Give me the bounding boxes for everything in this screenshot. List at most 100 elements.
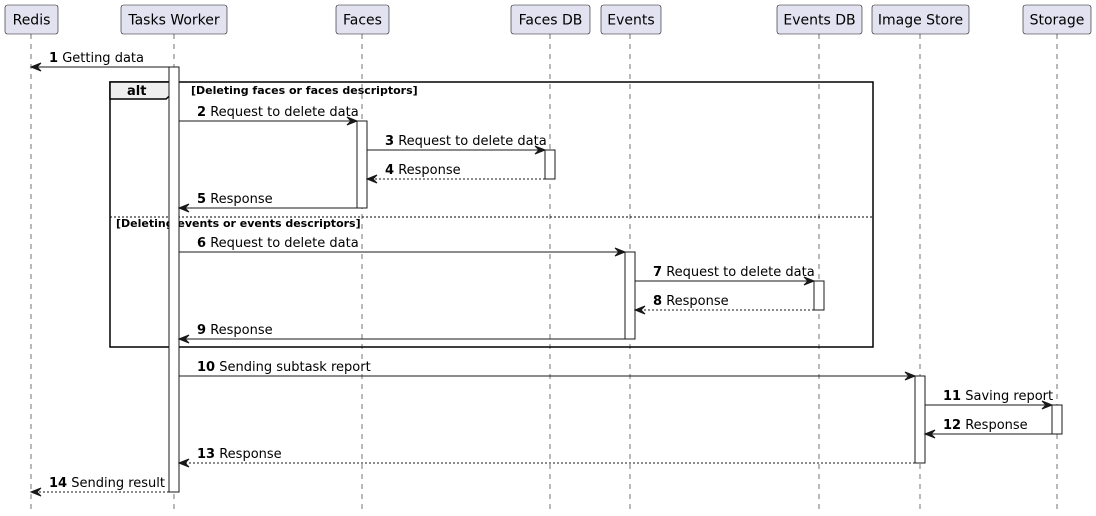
message-9: 9 Response (177, 323, 625, 344)
message-11: 11 Saving report (925, 389, 1054, 410)
message-label: 8 Response (653, 294, 729, 309)
arrowhead (177, 334, 190, 344)
message-number: 9 (197, 323, 206, 338)
message-text: Getting data (62, 51, 144, 66)
arrowhead (29, 487, 42, 497)
message-label: 9 Response (197, 323, 273, 338)
message-label: 12 Response (943, 418, 1028, 433)
message-4: 4 Response (365, 163, 545, 184)
message-14: 14 Sending result (29, 476, 169, 497)
message-text: Sending subtask report (219, 360, 370, 375)
message-text: Request to delete data (666, 265, 815, 280)
activation-bar-faces-db (544, 149, 556, 180)
arrowhead (177, 458, 190, 468)
arrowhead (633, 305, 646, 315)
message-text: Response (398, 163, 460, 178)
participant-events-db: Events DB (776, 4, 863, 512)
activation-bar-tasks-worker (168, 66, 180, 493)
arrowhead (346, 116, 359, 126)
message-text: Saving report (965, 389, 1053, 404)
message-7: 7 Request to delete data (635, 265, 816, 286)
arrowhead (614, 247, 627, 257)
message-label: 6 Request to delete data (197, 236, 359, 251)
message-label: 10 Sending subtask report (197, 360, 371, 375)
message-2: 2 Request to delete data (179, 105, 359, 126)
message-text: Response (210, 323, 272, 338)
message-5: 5 Response (177, 192, 357, 213)
message-text: Response (965, 418, 1027, 433)
participant-label: Image Store (878, 13, 963, 29)
message-text: Request to delete data (210, 236, 359, 251)
message-label: 3 Request to delete data (385, 134, 547, 149)
message-number: 11 (943, 389, 961, 404)
alt-fragment: alt [Deleting faces or faces descriptors]… (109, 81, 874, 348)
message-8: 8 Response (633, 294, 814, 315)
participant-label: Faces (343, 13, 382, 29)
message-number: 8 (653, 294, 662, 309)
message-6: 6 Request to delete data (179, 236, 627, 257)
participant-label: Storage (1030, 13, 1085, 29)
participant-box (600, 4, 662, 35)
arrowhead (904, 371, 917, 381)
message-number: 10 (197, 360, 215, 375)
message-number: 4 (385, 163, 394, 178)
participant-label: Faces DB (519, 13, 583, 29)
arrowhead (803, 276, 816, 286)
activation-bar-image-store (914, 375, 926, 464)
participant-redis: Redis (4, 4, 59, 512)
participant-box (4, 4, 59, 35)
participant-box (871, 4, 970, 35)
participant-label: Events DB (783, 13, 855, 29)
participant-box (120, 4, 228, 35)
alt-guard-1: [Deleting faces or faces descriptors] (191, 84, 418, 97)
message-label: 1 Getting data (49, 51, 144, 66)
message-13: 13 Response (177, 447, 915, 468)
message-text: Request to delete data (210, 105, 359, 120)
message-1: 1 Getting data (29, 51, 169, 72)
participant-image-store: Image Store (871, 4, 970, 512)
participant-events: Events (600, 4, 662, 512)
activation-bar-faces (356, 120, 368, 209)
message-label: 4 Response (385, 163, 461, 178)
activation-bar-events-db (813, 280, 825, 311)
alt-operator: alt (127, 84, 146, 99)
message-text: Response (219, 447, 281, 462)
participant-tasks-worker: Tasks Worker (120, 4, 228, 512)
message-label: 5 Response (197, 192, 273, 207)
alt-guard-2: [Deleting events or events descriptors] (116, 217, 361, 230)
message-label: 11 Saving report (943, 389, 1053, 404)
arrowhead (365, 174, 378, 184)
message-number: 13 (197, 447, 215, 462)
message-number: 7 (653, 265, 662, 280)
message-label: 13 Response (197, 447, 282, 462)
message-text: Response (210, 192, 272, 207)
message-text: Request to delete data (398, 134, 547, 149)
message-label: 2 Request to delete data (197, 105, 359, 120)
activation-bar-events (624, 251, 636, 340)
arrowhead (534, 145, 547, 155)
participant-label: Events (607, 13, 654, 29)
message-number: 5 (197, 192, 206, 207)
message-12: 12 Response (923, 418, 1052, 439)
alt-frame-border (109, 81, 874, 348)
message-10: 10 Sending subtask report (179, 360, 917, 381)
arrowhead (923, 429, 936, 439)
message-number: 14 (49, 476, 67, 491)
message-number: 12 (943, 418, 961, 433)
arrowhead (177, 203, 190, 213)
message-number: 2 (197, 105, 206, 120)
participant-box (335, 4, 390, 35)
message-text: Sending result (71, 476, 165, 491)
message-number: 3 (385, 134, 394, 149)
message-number: 1 (49, 51, 58, 66)
participant-box (510, 4, 591, 35)
message-3: 3 Request to delete data (367, 134, 547, 155)
activation-bar-storage (1051, 404, 1063, 435)
arrowhead (1041, 400, 1054, 410)
message-text: Response (666, 294, 728, 309)
message-label: 14 Sending result (49, 476, 165, 491)
message-number: 6 (197, 236, 206, 251)
participant-box (776, 4, 863, 35)
participant-label: Redis (13, 13, 51, 29)
